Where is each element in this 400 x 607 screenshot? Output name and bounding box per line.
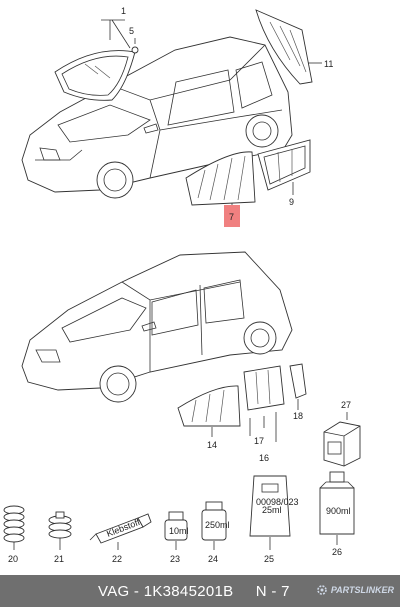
clip-fastener [131, 38, 139, 54]
callout-9: 9 [289, 197, 294, 207]
windshield-adhesive-bottle: 900ml [319, 471, 355, 535]
cleaner-pack: 00098/023 25ml [249, 475, 299, 537]
callout-26: 26 [332, 547, 342, 557]
partslinker-watermark: PARTSLINKER [316, 584, 394, 596]
car-3door [21, 36, 293, 199]
callout-17: 17 [254, 436, 264, 446]
rear-window-glass [255, 9, 313, 85]
door-window-glass [185, 151, 256, 206]
glue-tube-label: Klebstoff [105, 517, 142, 539]
primer-bottle: 10ml [164, 511, 189, 541]
callout-7-highlight [224, 205, 240, 227]
callout-20: 20 [8, 554, 18, 564]
spiral-wire-roll [3, 505, 25, 543]
car-5door [21, 251, 293, 403]
activator-jar: 250ml [201, 501, 230, 541]
watermark-label: PARTSLINKER [330, 585, 394, 595]
adhesive-tube: Klebstoff [89, 513, 152, 544]
callout-24: 24 [208, 554, 218, 564]
jar-label: 250ml [205, 520, 230, 530]
fixed-quarter-glass [289, 363, 307, 399]
cutting-wire-spool [48, 511, 72, 539]
callout-18: 18 [293, 411, 303, 421]
windshield-glass [54, 50, 136, 101]
bag-label-line1: 00098/023 [256, 497, 299, 507]
large-bottle-label: 900ml [326, 506, 351, 516]
callout-25: 25 [264, 554, 274, 564]
callout-7: 7 [229, 212, 234, 222]
small-bottle-label: 10ml [169, 526, 189, 536]
part-number-caption: VAG - 1K3845201B N - 7 [98, 582, 290, 600]
part-number-caption-bar: VAG - 1K3845201B N - 7 PARTSLINKER [0, 575, 400, 607]
callout-23: 23 [170, 554, 180, 564]
gear-icon [317, 585, 327, 595]
sealant-box [323, 412, 361, 467]
callout-16: 16 [259, 453, 269, 463]
parts-diagram: 1 5 11 7 9 [3, 6, 361, 564]
bag-label-line2: 25ml [262, 505, 282, 515]
callout-1: 1 [121, 6, 126, 16]
callout-21: 21 [54, 554, 64, 564]
quarter-window-glass [257, 139, 311, 191]
callout-11: 11 [324, 59, 333, 69]
callout-5: 5 [129, 26, 134, 36]
callout-14: 14 [207, 440, 217, 450]
callout-22: 22 [112, 554, 122, 564]
rear-door-window-glass [243, 365, 285, 411]
front-door-window-glass [177, 385, 241, 427]
callout-27: 27 [341, 400, 351, 410]
